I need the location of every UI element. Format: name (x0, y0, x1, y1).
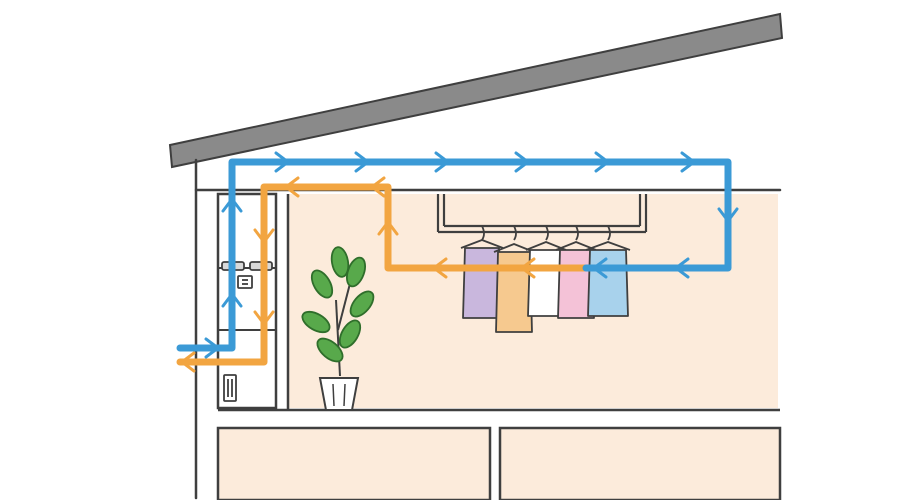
lower-floor (216, 426, 782, 500)
chevron-arrow-icon (432, 257, 448, 279)
roof (168, 12, 784, 169)
chevron-arrow-icon (680, 151, 696, 173)
potted-plant-icon (301, 246, 375, 411)
chevron-arrow-icon (221, 197, 243, 213)
chevron-arrow-icon (284, 176, 300, 198)
chevron-arrow-icon (592, 257, 608, 279)
chevron-arrow-icon (221, 292, 243, 308)
chevron-arrow-icon (253, 228, 275, 244)
chevron-arrow-icon (274, 151, 290, 173)
return-air-duct (176, 183, 644, 366)
wall-vent-icon (223, 374, 237, 402)
chevron-arrow-icon (434, 151, 450, 173)
chevron-arrow-icon (180, 351, 196, 373)
supply-air-duct (176, 158, 732, 352)
supply-air-flow (176, 151, 739, 359)
chevron-arrow-icon (594, 151, 610, 173)
return-air-flow (176, 176, 644, 373)
chevron-arrow-icon (377, 220, 399, 236)
chevron-arrow-icon (354, 151, 370, 173)
chevron-arrow-icon (717, 207, 739, 223)
chevron-arrow-icon (253, 310, 275, 326)
chevron-arrow-icon (370, 176, 386, 198)
chevron-arrow-icon (204, 337, 220, 359)
chevron-arrow-icon (674, 257, 690, 279)
chevron-arrow-icon (520, 257, 536, 279)
chevron-arrow-icon (514, 151, 530, 173)
clothes-rail (436, 194, 648, 234)
